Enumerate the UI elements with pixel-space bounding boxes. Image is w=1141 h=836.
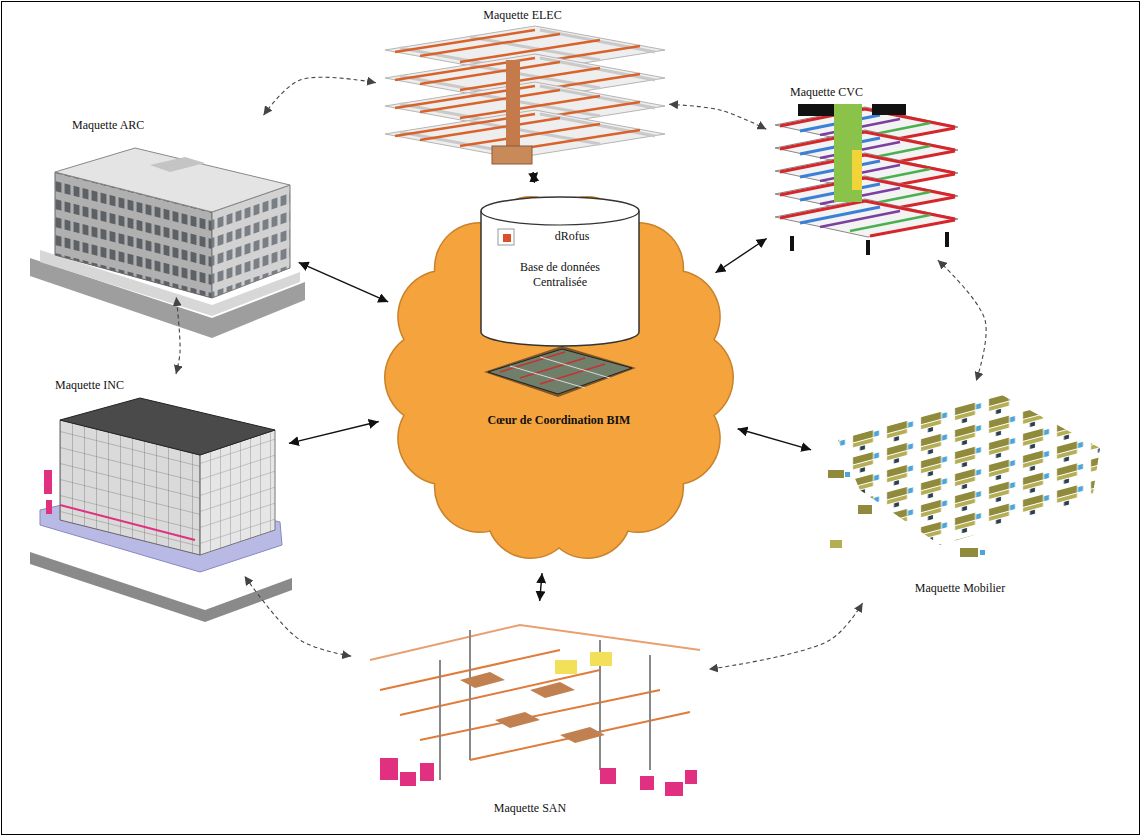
fixture xyxy=(460,672,505,688)
furniture-model xyxy=(828,394,1100,557)
peer-exchange-arrow xyxy=(264,77,376,115)
model-label: Maquette Mobilier xyxy=(815,581,1105,596)
roof-unit xyxy=(150,157,205,172)
coordination-label: Cœur de Coordination BIM xyxy=(378,413,740,428)
model-card: Maquette CVC xyxy=(770,85,965,257)
plumbing-model xyxy=(370,625,700,796)
peer-exchange-arrow xyxy=(938,260,986,381)
furniture-item xyxy=(960,548,978,557)
fire-line xyxy=(60,505,195,540)
database-caption: Base de données Centralisée xyxy=(501,260,619,290)
fire-equipment xyxy=(44,470,52,494)
fixture xyxy=(555,660,577,674)
software-name: dRofus xyxy=(480,229,640,244)
pipe xyxy=(380,650,690,760)
roof-unit xyxy=(872,104,906,115)
model-card: Maquette Mobilier xyxy=(815,385,1105,600)
software-icon xyxy=(498,229,514,245)
fixture xyxy=(495,712,540,728)
furniture-item xyxy=(845,472,850,477)
model-card: Maquette ELEC xyxy=(380,8,665,168)
cylinder-rim xyxy=(481,211,639,225)
peer-exchange-arrow xyxy=(709,603,863,669)
sync-arrow xyxy=(716,238,767,272)
model-card: Maquette INC xyxy=(30,378,285,573)
architecture-model xyxy=(30,148,305,338)
model-label: Maquette SAN xyxy=(355,801,705,816)
floor-plate xyxy=(775,199,958,237)
peer-exchange-arrow xyxy=(245,576,352,656)
database-cylinder: dRofusBase de données Centralisée xyxy=(480,197,640,347)
sync-arrow xyxy=(738,429,812,450)
sync-arrow xyxy=(299,262,389,302)
roof-unit xyxy=(798,104,834,116)
fire-safety-model xyxy=(30,398,292,622)
ground-plane xyxy=(30,552,292,622)
electrical-model xyxy=(385,26,665,164)
duct-shaft xyxy=(834,104,862,202)
sync-arrow xyxy=(289,422,379,444)
model-label: Maquette CVC xyxy=(770,85,965,100)
model-label: Maquette ARC xyxy=(45,118,295,133)
fixture xyxy=(530,682,575,698)
sync-arrow xyxy=(540,573,542,601)
cylinder-body xyxy=(481,197,639,346)
pipe xyxy=(440,630,650,780)
peer-exchange-arrow xyxy=(176,297,180,374)
furniture-item xyxy=(830,540,842,548)
fire-equipment xyxy=(46,500,52,514)
roof xyxy=(60,398,275,455)
furniture-layout xyxy=(838,394,1100,545)
cloud-shape xyxy=(385,197,733,559)
furniture-item xyxy=(828,470,844,478)
model-card: Maquette ARC xyxy=(45,118,295,293)
furniture-item xyxy=(858,505,872,514)
riser-base xyxy=(492,146,532,164)
sync-arrow xyxy=(533,172,534,183)
roof xyxy=(55,148,290,212)
riser xyxy=(506,60,520,152)
model-label: Maquette INC xyxy=(30,378,285,393)
model-card: Maquette SAN xyxy=(355,605,705,820)
furniture-item xyxy=(980,550,985,555)
sanitary-equipment xyxy=(380,758,697,796)
fixture xyxy=(590,652,612,666)
hvac-model xyxy=(775,104,958,255)
fixture xyxy=(560,727,605,743)
support-leg xyxy=(945,232,949,247)
peer-exchange-arrow xyxy=(669,104,766,129)
support-leg xyxy=(790,236,794,251)
model-label: Maquette ELEC xyxy=(380,8,665,23)
duct-shaft xyxy=(852,150,862,190)
support-leg xyxy=(866,240,870,255)
